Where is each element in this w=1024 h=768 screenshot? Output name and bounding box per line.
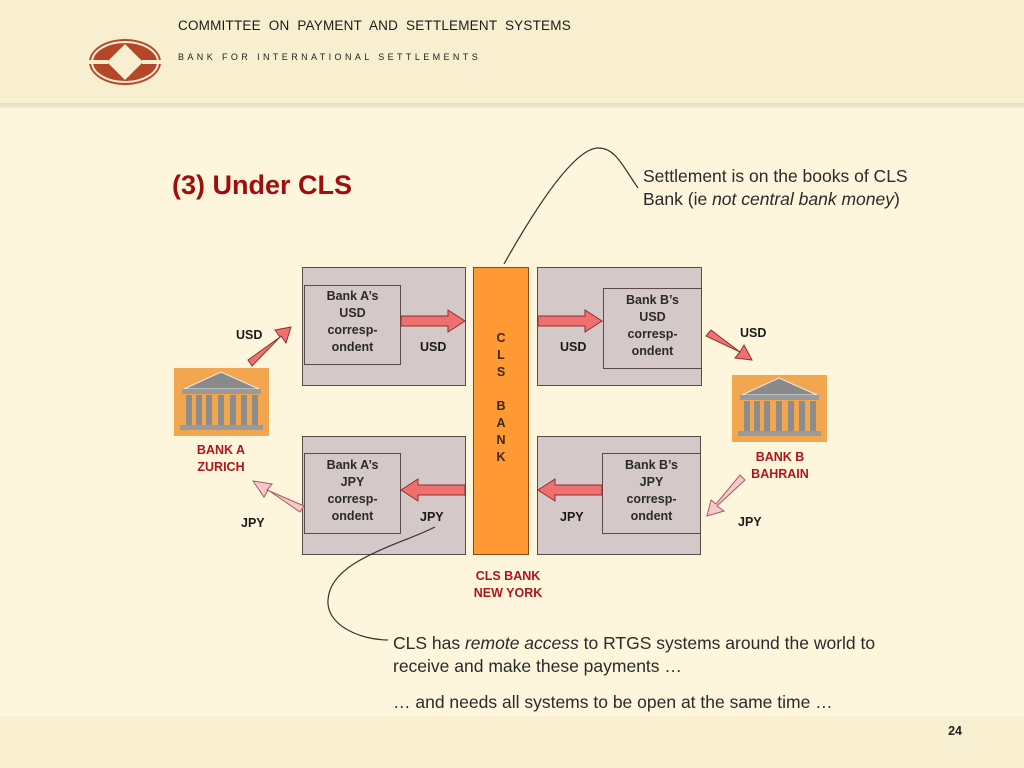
note-top-line1: Settlement is on the books of CLS: [643, 166, 908, 186]
text-line: corresp-: [327, 323, 378, 337]
usd-label-right-inner: USD: [560, 340, 587, 354]
note-bottom-prefix: CLS has: [393, 633, 465, 653]
bank-b-building-icon: [732, 375, 827, 442]
letter: A: [496, 416, 506, 430]
letter: S: [496, 365, 506, 379]
text-line: JPY: [639, 475, 664, 489]
usd-label-left-inner: USD: [420, 340, 447, 354]
text-line: USD: [339, 306, 366, 320]
page-number: 24: [948, 724, 962, 738]
usd-arrow-correspondent-to-bank-b: [705, 329, 753, 361]
jpy-arrow-correspondent-to-bank-a: [251, 480, 305, 513]
callout-curve-top: [503, 147, 639, 265]
cls-bank-column: C L S B A N K: [473, 267, 529, 555]
text-line: corresp-: [627, 327, 678, 341]
bank-a-usd-correspondent: Bank A’s USD corresp- ondent: [304, 285, 401, 365]
org-line-1: COMMITTEE ON PAYMENT AND SETTLEMENT SYST…: [178, 18, 571, 33]
org-line-2: BANK FOR INTERNATIONAL SETTLEMENTS: [178, 52, 482, 62]
bank-a-label: BANK A ZURICH: [181, 442, 261, 476]
note-top-prefix: Bank (ie: [643, 189, 713, 209]
text-line: BAHRAIN: [751, 467, 809, 481]
jpy-arrow-correspondent-to-cls-right: [537, 478, 603, 502]
note-top-line2: Bank (ie not central bank money): [643, 188, 908, 211]
header-band: [0, 0, 1024, 103]
cls-bank-vertical-label: C L S B A N K: [474, 330, 528, 466]
text-line: BANK A: [196, 443, 246, 457]
bis-logo: [88, 39, 162, 85]
text-line: corresp-: [626, 492, 677, 506]
bank-b-label: BANK B BAHRAIN: [740, 449, 820, 483]
usd-arrow-correspondent-to-cls-left: [400, 309, 466, 333]
jpy-arrow-bank-b-to-correspondent: [706, 474, 746, 517]
slide-title: (3) Under CLS: [172, 170, 353, 200]
cls-bank-location-label: CLS BANK NEW YORK: [458, 568, 558, 602]
letter: C: [496, 331, 506, 345]
jpy-label-left-inner: JPY: [420, 510, 444, 524]
text-line: Bank A’s: [326, 458, 379, 472]
note-top-suffix: ): [893, 189, 900, 209]
note-bottom-line3: … and needs all systems to be open at th…: [393, 692, 833, 712]
note-bottom-line1: CLS has remote access to RTGS systems ar…: [393, 632, 875, 655]
text-line: ZURICH: [197, 460, 245, 474]
text-line: ondent: [630, 509, 673, 523]
letter: B: [496, 399, 506, 413]
callout-curve-bottom: [327, 526, 436, 641]
jpy-arrow-cls-to-correspondent-left: [400, 478, 466, 502]
text-line: ondent: [631, 344, 674, 358]
text-line: Bank B’s: [624, 458, 679, 472]
footer-band: [0, 716, 1024, 768]
jpy-label-right-inner: JPY: [560, 510, 584, 524]
note-bottom: CLS has remote access to RTGS systems ar…: [393, 632, 875, 714]
text-line: ondent: [331, 509, 374, 523]
bank-a-building-icon: [174, 368, 269, 436]
note-bottom-emphasis: remote access: [464, 633, 579, 653]
text-line: CLS BANK: [475, 569, 541, 583]
letter: N: [496, 433, 506, 447]
text-line: Bank B’s: [625, 293, 680, 307]
letter: K: [496, 450, 506, 464]
note-bottom-suffix: to RTGS systems around the world to: [578, 633, 876, 653]
usd-label-left-outer: USD: [236, 328, 263, 342]
bank-a-jpy-correspondent: Bank A’s JPY corresp- ondent: [304, 453, 401, 534]
bank-b-usd-correspondent: Bank B’s USD corresp- ondent: [603, 288, 702, 369]
header-rule: [0, 103, 1024, 108]
note-top-emphasis: not central bank money: [712, 189, 894, 209]
jpy-label-right-outer: JPY: [738, 515, 762, 529]
usd-arrow-cls-to-correspondent-right: [537, 309, 603, 333]
note-bottom-line2: receive and make these payments …: [393, 656, 682, 676]
text-line: corresp-: [327, 492, 378, 506]
usd-label-right-outer: USD: [740, 326, 767, 340]
jpy-label-left-outer: JPY: [241, 516, 265, 530]
text-line: BANK B: [755, 450, 805, 464]
letter: L: [497, 348, 505, 362]
text-line: NEW YORK: [473, 586, 543, 600]
text-line: USD: [639, 310, 666, 324]
text-line: Bank A’s: [326, 289, 379, 303]
usd-arrow-bank-a-to-correspondent: [247, 326, 292, 367]
bank-b-jpy-correspondent: Bank B’s JPY corresp- ondent: [602, 453, 701, 534]
text-line: ondent: [331, 340, 374, 354]
text-line: JPY: [340, 475, 365, 489]
note-top: Settlement is on the books of CLS Bank (…: [643, 165, 908, 211]
